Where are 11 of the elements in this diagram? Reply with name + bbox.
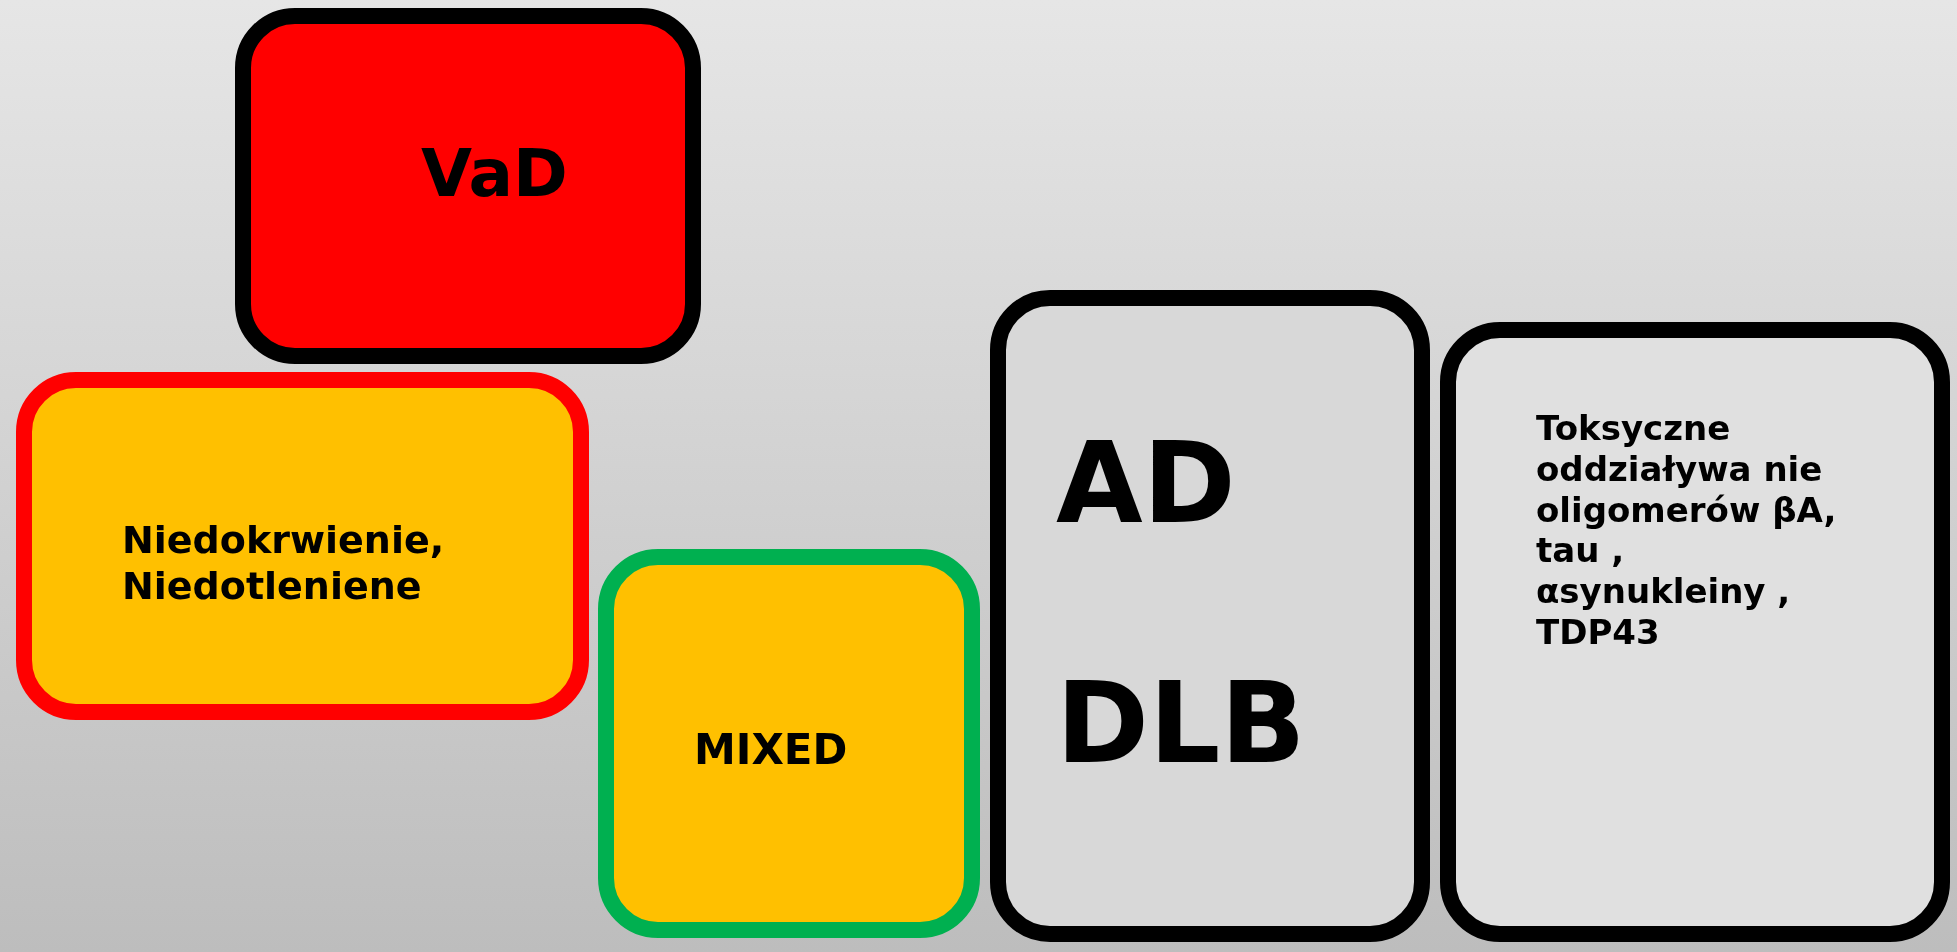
box-title: MIXED <box>694 725 849 776</box>
mixed-box <box>598 549 980 938</box>
ad-dlb-box <box>990 290 1430 942</box>
box-text: Toksyczne oddziaływa nie oligomerów βA, tau , αsynukleiny , TDP43 <box>1536 408 1838 653</box>
ischemia-box <box>16 372 589 720</box>
box-title: VaD <box>421 134 569 214</box>
box-title: AD <box>1056 417 1237 550</box>
box-text: Niedokrwienie, Niedotleniene <box>122 518 446 610</box>
vad-box <box>235 8 701 364</box>
box-title: DLB <box>1056 657 1307 790</box>
toxic-oligomers-box <box>1440 322 1950 942</box>
